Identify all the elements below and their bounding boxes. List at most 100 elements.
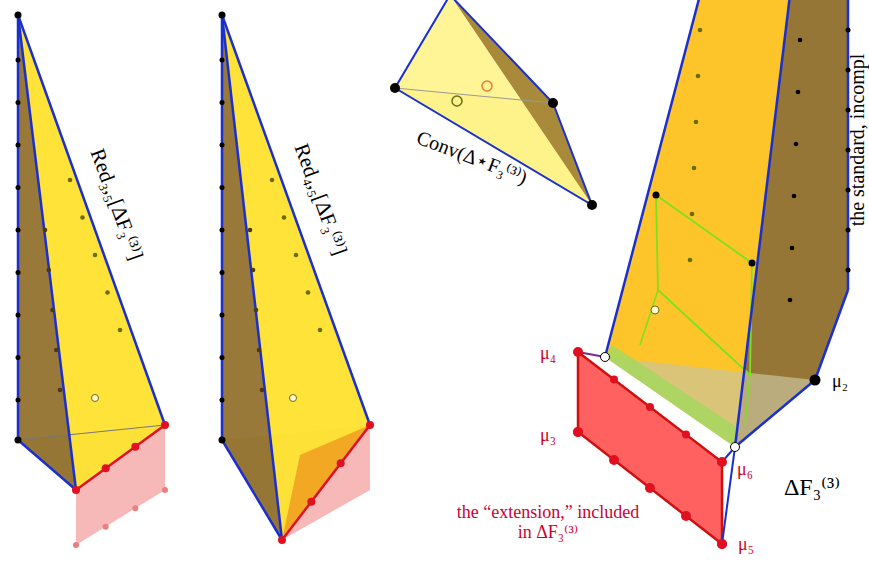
front-face xyxy=(395,0,592,205)
vertex xyxy=(548,98,558,108)
lattice-point xyxy=(15,437,22,444)
interior-point xyxy=(290,395,297,402)
edge xyxy=(735,380,815,447)
lattice-point xyxy=(690,212,695,217)
lattice-point xyxy=(118,328,123,333)
edge xyxy=(395,0,592,205)
lattice-point xyxy=(16,355,21,360)
lattice-point xyxy=(16,100,21,105)
lattice-point xyxy=(50,308,55,313)
lattice-point xyxy=(46,268,51,273)
lattice-point xyxy=(270,178,275,183)
hidden-edge xyxy=(395,88,553,103)
edge xyxy=(18,15,165,425)
lattice-point xyxy=(337,459,345,467)
lattice-point xyxy=(573,347,583,357)
lattice-point xyxy=(254,308,259,313)
lattice-point xyxy=(72,486,80,494)
lattice-point xyxy=(93,253,98,258)
lattice-point xyxy=(749,260,756,267)
interior-point xyxy=(92,395,99,402)
lattice-point xyxy=(68,178,73,183)
lattice-point xyxy=(610,376,618,384)
lattice-point xyxy=(294,253,299,258)
lattice-point xyxy=(248,228,253,233)
lattice-point xyxy=(220,143,225,148)
front-face xyxy=(18,15,165,490)
vertex xyxy=(810,375,821,386)
lattice-point xyxy=(219,12,226,19)
lattice-point xyxy=(219,437,226,444)
vertex-label: μ₅ xyxy=(738,535,754,555)
interior-point xyxy=(452,96,462,106)
lattice-point xyxy=(846,28,851,33)
lattice-point xyxy=(220,100,225,105)
lattice-point xyxy=(798,38,803,43)
green-slice xyxy=(640,290,658,345)
vertex xyxy=(390,83,400,93)
lattice-point xyxy=(717,457,727,467)
orange-face xyxy=(282,425,370,540)
hidden-edge xyxy=(18,425,165,440)
lattice-point xyxy=(131,443,139,451)
front-face xyxy=(222,15,370,540)
lattice-point xyxy=(717,539,727,549)
lattice-point xyxy=(220,313,225,318)
lattice-point xyxy=(43,228,48,233)
lattice-point xyxy=(162,487,168,493)
reduced-polytope-1 xyxy=(18,15,165,545)
lattice-point xyxy=(846,228,851,233)
lattice-point xyxy=(696,74,701,79)
lattice-point xyxy=(220,185,225,190)
lattice-point xyxy=(102,464,110,472)
lattice-point xyxy=(698,28,703,33)
edge xyxy=(815,290,848,380)
main-polytope xyxy=(578,0,848,544)
vertex-label: μ₆ xyxy=(737,460,753,480)
green-slice xyxy=(656,195,752,375)
lattice-point xyxy=(573,427,583,437)
edge xyxy=(735,0,790,447)
lattice-point xyxy=(692,166,697,171)
lattice-point xyxy=(681,511,691,521)
open-vertex xyxy=(601,353,610,362)
lattice-point xyxy=(366,421,374,429)
lattice-point xyxy=(573,427,583,437)
lattice-point xyxy=(220,355,225,360)
edge xyxy=(18,15,76,490)
vertex-label: μ₄ xyxy=(540,344,556,364)
edge xyxy=(222,15,370,425)
red-edge xyxy=(282,425,370,540)
lattice-point xyxy=(58,388,63,393)
lattice-point xyxy=(16,270,21,275)
green-slice xyxy=(745,375,750,425)
vertex-label: μ₂ xyxy=(832,372,848,392)
lattice-point xyxy=(717,539,727,549)
lattice-point xyxy=(132,505,138,511)
lattice-point xyxy=(105,290,110,295)
lattice-point xyxy=(574,348,582,356)
lattice-point xyxy=(792,194,797,199)
lattice-point xyxy=(161,421,169,429)
lattice-point xyxy=(257,348,262,353)
lattice-point xyxy=(318,328,323,333)
lattice-point xyxy=(16,58,21,63)
side-note: the standard, incompl xyxy=(846,54,868,227)
lattice-point xyxy=(646,403,654,411)
lattice-point xyxy=(278,536,286,544)
red-edge xyxy=(76,425,165,490)
lattice-point xyxy=(251,268,256,273)
lattice-point xyxy=(282,215,287,220)
lattice-point xyxy=(16,143,21,148)
interior-point xyxy=(651,306,659,314)
lattice-point xyxy=(103,524,109,530)
polytope-label: ΔF₃⁽³⁾ xyxy=(784,474,840,500)
vertex-label: μ₃ xyxy=(540,426,556,446)
lattice-point xyxy=(220,228,225,233)
lattice-point xyxy=(645,483,655,493)
lattice-points xyxy=(15,12,851,550)
lattice-point xyxy=(307,498,315,506)
edge xyxy=(605,0,700,357)
